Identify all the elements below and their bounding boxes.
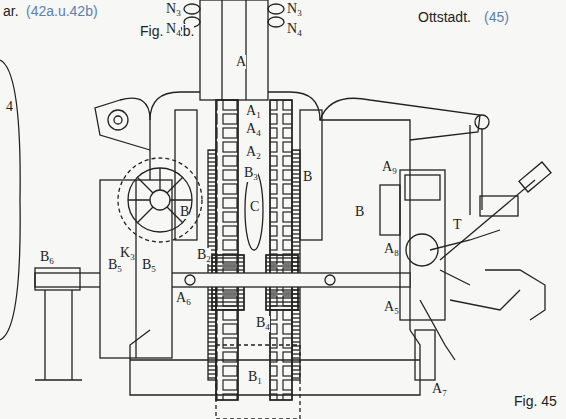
part-letter: N3 xyxy=(166,2,181,18)
part-letter: A xyxy=(236,55,246,69)
part-letter: A9 xyxy=(382,160,397,176)
part-letter: B1 xyxy=(248,370,262,386)
part-letter: N4 xyxy=(287,22,302,38)
figure-heading: (45) xyxy=(484,10,509,24)
part-letter: B5 xyxy=(108,258,122,274)
part-letter: N3 xyxy=(287,2,302,18)
figure-heading: Ottstadt. xyxy=(418,10,471,24)
part-letter: A1 xyxy=(246,104,261,120)
figure-heading: ar. xyxy=(3,4,19,18)
part-letter: K3 xyxy=(120,246,135,262)
part-letter: A8 xyxy=(384,242,399,258)
part-letter: B xyxy=(303,170,312,184)
figure-heading: (42a.u.42b) xyxy=(26,4,98,18)
part-letter: B4 xyxy=(256,316,270,332)
part-letter: A6 xyxy=(176,291,191,307)
part-letter: B xyxy=(180,205,189,219)
part-letter: B5 xyxy=(142,258,156,274)
part-letter: A4 xyxy=(246,122,261,138)
part-letter: C xyxy=(250,200,259,214)
part-letter: A2 xyxy=(246,145,261,161)
part-letter: 4 xyxy=(6,100,13,114)
part-letter: A5 xyxy=(384,300,399,316)
part-letter: T xyxy=(453,218,462,232)
figure-heading: Fig. 45 xyxy=(514,394,557,408)
part-letter: N4 xyxy=(166,22,181,38)
part-letter: B2 xyxy=(197,248,211,264)
part-letter: B xyxy=(355,205,364,219)
part-letter: B6 xyxy=(40,250,54,266)
part-letter: A7 xyxy=(432,382,447,398)
part-letter: B3 xyxy=(244,166,258,182)
